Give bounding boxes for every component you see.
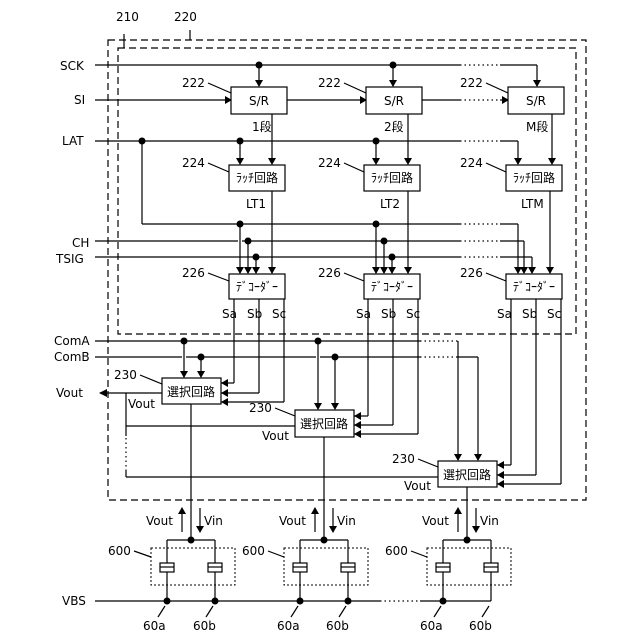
vout-label-left: Vout	[56, 386, 83, 400]
selector-m: 選択回路	[438, 461, 497, 487]
ref-600-c: 600	[385, 544, 408, 558]
ref-224-c: 224	[460, 156, 483, 170]
decoder-1-label: ﾃﾞｺｰﾀﾞｰ	[236, 280, 278, 294]
decoder-2-label: ﾃﾞｺｰﾀﾞｰ	[371, 280, 413, 294]
ref-222-c: 222	[460, 76, 483, 90]
vout-label-sel-1: Vout	[128, 397, 155, 411]
signal-label-tsig: TSIG	[55, 252, 84, 266]
out-sa-2: Sa	[356, 307, 371, 321]
label-60a-1: 60a	[143, 619, 166, 633]
si-chain	[95, 96, 509, 104]
latch-1-label: ﾗｯﾁ回路	[236, 170, 278, 185]
selector-1-label: 選択回路	[167, 384, 215, 399]
out-sa-m: Sa	[497, 307, 512, 321]
ref-222-a: 222	[182, 76, 205, 90]
ref-230-b: 230	[249, 401, 272, 415]
out-sa-1: Sa	[222, 307, 237, 321]
sr-2-label: S/R	[384, 94, 404, 108]
ref-210-label: 210	[116, 10, 139, 24]
shift-register-2: S/R	[366, 87, 422, 114]
out-sc-m: Sc	[547, 307, 561, 321]
latch-to-decoder-wires	[268, 191, 554, 274]
vout-label-sel-2: Vout	[262, 429, 289, 443]
ref-224-a: 224	[182, 156, 205, 170]
sr-to-latch-wires	[268, 114, 556, 165]
ref-226-c: 226	[460, 266, 483, 280]
signal-label-coma: ComA	[54, 334, 90, 348]
ref-600-b: 600	[242, 544, 265, 558]
signal-label-si: SI	[74, 93, 85, 107]
selector-2: 選択回路	[295, 410, 354, 437]
ref-600-a: 600	[108, 544, 131, 558]
signal-label-vbs: VBS	[62, 594, 86, 608]
latch-2: ﾗｯﾁ回路	[364, 165, 420, 191]
decoder-2: ﾃﾞｺｰﾀﾞｰ	[364, 274, 420, 299]
stage-label-2: 2段	[384, 119, 404, 134]
latch-name-lt2: LT2	[380, 197, 400, 211]
signal-label-sck: SCK	[60, 59, 85, 73]
vin-label-pix-m: Vin	[480, 514, 499, 528]
label-60b-1: 60b	[193, 619, 216, 633]
vout-label-pix-2: Vout	[279, 514, 306, 528]
label-60a-m: 60a	[420, 619, 443, 633]
signal-label-comb: ComB	[54, 350, 90, 364]
lat-bus	[95, 138, 522, 275]
vout-label-pix-1: Vout	[146, 514, 173, 528]
ref-220-label: 220	[174, 10, 197, 24]
label-60b-2: 60b	[326, 619, 349, 633]
latch-m-label: ﾗｯﾁ回路	[513, 170, 555, 185]
ref-222-b: 222	[318, 76, 341, 90]
latch-name-lt1: LT1	[246, 197, 266, 211]
vin-label-pix-2: Vin	[337, 514, 356, 528]
selector-m-label: 選択回路	[443, 467, 491, 482]
signal-label-lat: LAT	[62, 134, 84, 148]
latch-2-label: ﾗｯﾁ回路	[371, 170, 413, 185]
pixel-2	[284, 537, 368, 602]
latch-name-ltm: LTM	[521, 197, 544, 211]
selector-2-label: 選択回路	[300, 416, 348, 431]
decoder-output-labels: Sa Sb Sc Sa Sb Sc Sa Sb Sc	[222, 307, 561, 321]
ref-230-c: 230	[392, 452, 415, 466]
label-60a-2: 60a	[277, 619, 300, 633]
out-sb-1: Sb	[247, 307, 262, 321]
vin-label-pix-1: Vin	[204, 514, 223, 528]
shift-register-1: S/R	[231, 87, 287, 114]
ref-230-a: 230	[114, 368, 137, 382]
decoder-1: ﾃﾞｺｰﾀﾞｰ	[229, 274, 285, 299]
shift-register-m: S/R	[508, 87, 564, 114]
vout-label-pix-m: Vout	[422, 514, 449, 528]
ref-226-b: 226	[318, 266, 341, 280]
stage-label-m: M段	[526, 119, 548, 134]
out-sb-m: Sb	[522, 307, 537, 321]
vbs-bus	[95, 598, 491, 605]
vout-label-sel-m: Vout	[404, 479, 431, 493]
latch-m: ﾗｯﾁ回路	[506, 165, 562, 191]
label-60b-m: 60b	[469, 619, 492, 633]
decoder-m: ﾃﾞｺｰﾀﾞｰ	[506, 274, 562, 299]
sr-1-label: S/R	[249, 94, 269, 108]
stage-label-1: 1段	[252, 119, 272, 134]
ref-224-b: 224	[318, 156, 341, 170]
pixel-1	[151, 537, 235, 602]
decoder-m-label: ﾃﾞｺｰﾀﾞｰ	[513, 280, 555, 294]
signal-label-ch: CH	[72, 236, 89, 250]
latch-1: ﾗｯﾁ回路	[229, 165, 285, 191]
sr-m-label: S/R	[526, 94, 546, 108]
decoder-m-to-selector-m	[497, 299, 561, 488]
pixel-m	[427, 537, 511, 602]
ref-600-group: 600 600 600	[108, 544, 427, 558]
out-sb-2: Sb	[381, 307, 396, 321]
selector-1: 選択回路	[162, 378, 221, 404]
element-label-group: 60a 60b 60a 60b 60a 60b	[143, 606, 492, 633]
ref-226-a: 226	[182, 266, 205, 280]
